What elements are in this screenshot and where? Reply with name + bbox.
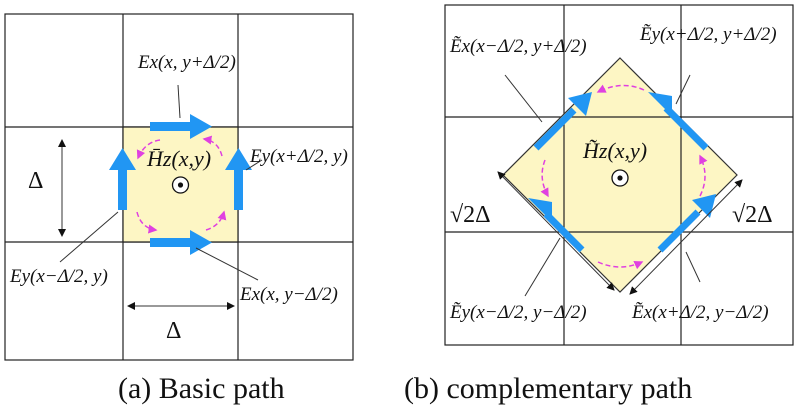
path-arrows: [109, 114, 252, 255]
caption-b: (b) complementary path: [404, 372, 692, 405]
label-ex-bottom-right: Ẽx(x+Δ/2, y−Δ/2): [631, 302, 769, 323]
label-ey-right: Ey(x+Δ/2, y): [249, 146, 348, 167]
center-label: H̄z(x,y): [146, 146, 211, 171]
center-label: H̃z(x,y): [582, 138, 647, 163]
delta-horizontal-label: Δ: [166, 318, 181, 344]
label-ey-bottom-left: Ẽy(x−Δ/2, y−Δ/2): [449, 302, 587, 323]
label-ey-left: Ey(x−Δ/2, y): [9, 266, 108, 287]
delta-vertical-label: Δ: [28, 168, 43, 194]
panel-a-frame: [4, 13, 354, 361]
sqrt2-left-label: √2Δ: [450, 202, 491, 228]
label-ey-top-right: Ẽy(x+Δ/2, y+Δ/2): [639, 24, 777, 45]
circulation-arrows: [136, 135, 227, 234]
panel-a: H̄z(x,y) Δ Δ Ex(x, y+Δ/2) Ey(x+Δ/2, y) E…: [4, 13, 354, 361]
caption-a: (a) Basic path: [118, 372, 285, 405]
panel-b-frame: [444, 4, 794, 346]
sqrt2-right-label: √2Δ: [732, 202, 773, 228]
label-ex-bottom: Ex(x, y−Δ/2): [239, 284, 338, 305]
label-ex-top-left: Ẽx(x−Δ/2, y+Δ/2): [449, 36, 587, 57]
label-ex-top: Ex(x, y+Δ/2): [137, 52, 236, 73]
panel-b: H̃z(x,y) √2Δ √2Δ Ẽx(x−Δ/2, y+Δ/2) Ẽy(x+Δ…: [444, 4, 794, 346]
